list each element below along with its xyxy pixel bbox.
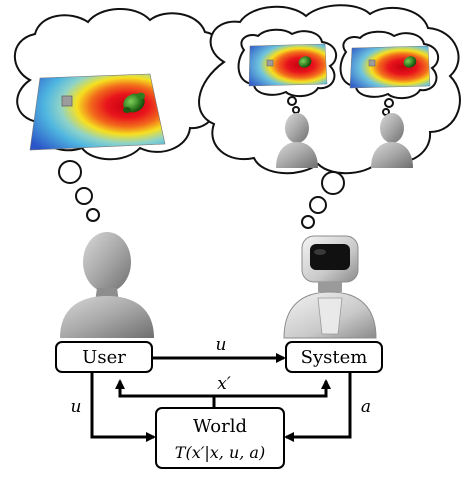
user-node: User — [55, 341, 153, 373]
world-transition-formula: T(x′|x, u, a) — [175, 443, 265, 462]
person-silhouette-icon — [371, 113, 413, 168]
connectors — [90, 353, 352, 442]
green-object-icon — [123, 92, 145, 113]
edge-user-to-world — [90, 372, 156, 442]
world-node: World T(x′|x, u, a) — [155, 407, 285, 469]
system-nested-cloud-right — [339, 30, 440, 116]
green-object-icon — [403, 56, 417, 68]
person-silhouette-icon — [60, 232, 154, 338]
edge-label-u-left: u — [71, 397, 82, 417]
gray-cube-icon — [266, 59, 274, 67]
edge-label-x-prime: x′ — [217, 374, 231, 394]
system-nested-cloud-left — [237, 28, 338, 114]
person-silhouette-icon — [276, 113, 318, 168]
system-label: System — [301, 347, 368, 368]
robot-icon — [283, 235, 377, 339]
edge-world-to-system — [214, 379, 331, 398]
edge-label-a: a — [361, 397, 371, 417]
edge-system-to-world — [284, 372, 352, 442]
user-belief-heatmap — [29, 73, 166, 151]
world-label: World — [193, 416, 247, 437]
system-node: System — [285, 341, 383, 373]
gray-cube-icon — [368, 59, 376, 67]
gray-cube-icon — [61, 95, 73, 107]
edge-label-u-top: u — [216, 335, 227, 355]
edge-world-to-user — [115, 379, 216, 408]
green-object-icon — [298, 56, 312, 68]
user-label: User — [82, 347, 126, 368]
